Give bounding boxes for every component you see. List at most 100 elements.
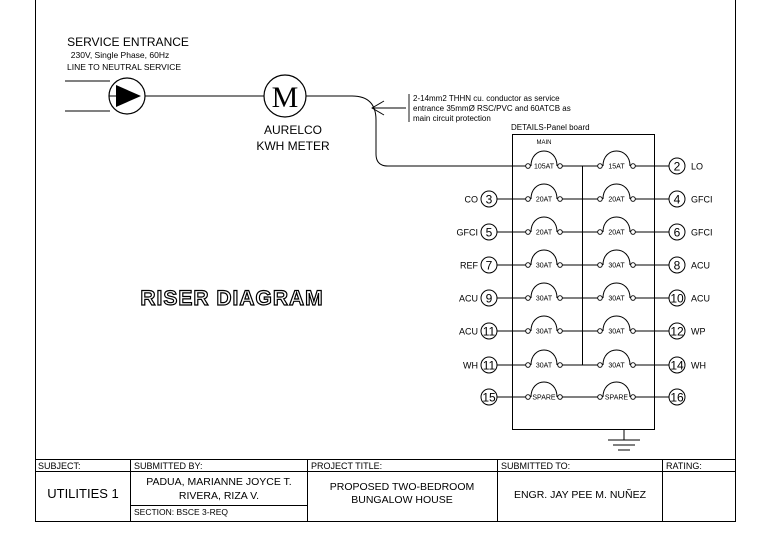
panel-row: 30AT 30AT 9 ACU 10 ACU (459, 282, 710, 307)
left-circuit-label: GFCI (457, 228, 479, 238)
right-circuit-label: WH (691, 361, 706, 371)
sheet-border (35, 0, 736, 522)
left-breaker: SPARE (525, 381, 563, 402)
right-circuit-marker (668, 256, 686, 274)
right-breaker-rating: 30AT (608, 363, 625, 370)
title-block-grid (35, 459, 736, 522)
right-breaker-rating: 20AT (608, 197, 625, 204)
right-breaker-rating: 15AT (608, 164, 625, 171)
left-circuit-marker (480, 223, 498, 241)
right-breaker-rating: 30AT (608, 296, 625, 303)
right-circuit-label: ACU (691, 294, 710, 304)
left-breaker-rating: 30AT (536, 363, 553, 370)
left-circuit-marker (480, 356, 498, 374)
panel-board-title: DETAILS-Panel board (511, 123, 590, 132)
right-circuit-number: 10 (670, 292, 684, 306)
left-breaker-rating: 20AT (536, 230, 553, 237)
left-circuit-number: 15 (482, 391, 496, 405)
right-breaker: 30AT (597, 349, 636, 370)
submitted-to-header: SUBMITTED TO: (501, 461, 570, 471)
project-title-line-2: BUNGALOW HOUSE (351, 494, 453, 506)
left-circuit-marker (480, 256, 498, 274)
panel-row: SPARE SPARE 15 16 (480, 381, 686, 406)
meter-label-kwh: KWH METER (256, 139, 330, 153)
left-breaker: 30AT (525, 315, 563, 336)
meter-label-aurelco: AURELCO (264, 123, 322, 137)
rating-header: RATING: (666, 461, 702, 471)
service-voltage-text: 230V, Single Phase, 60Hz (71, 50, 169, 60)
kwh-meter-symbol: M (263, 74, 307, 118)
left-circuit-label: ACU (459, 294, 478, 304)
right-breaker-rating: 30AT (608, 263, 625, 270)
subject-header: SUBJECT: (38, 461, 81, 471)
left-circuit-label: WH (463, 361, 478, 371)
left-circuit-number: 7 (486, 259, 493, 273)
right-circuit-number: 8 (674, 259, 681, 273)
submitted-to-value: ENGR. JAY PEE M. NUÑEZ (514, 488, 647, 501)
service-type-text: LINE TO NEUTRAL SERVICE (67, 62, 181, 72)
submitted-by-line-1: PADUA, MARIANNE JOYCE T. (146, 476, 291, 488)
right-breaker: 30AT (597, 315, 636, 336)
left-circuit-number: 5 (486, 226, 493, 240)
right-circuit-number: 4 (674, 193, 681, 207)
left-circuit-number: 11 (483, 359, 496, 373)
left-circuit-marker (480, 190, 498, 208)
right-circuit-label: LO (691, 162, 703, 172)
left-circuit-label: REF (460, 261, 479, 271)
submitted-by-header: SUBMITTED BY: (134, 461, 203, 471)
left-breaker: 30AT (525, 349, 563, 370)
left-circuit-label: CO (465, 195, 479, 205)
right-circuit-marker (668, 388, 686, 406)
left-breaker-rating: 30AT (536, 329, 553, 336)
right-circuit-number: 2 (674, 160, 681, 174)
right-circuit-number: 16 (670, 391, 684, 405)
left-circuit-label: ACU (459, 327, 478, 337)
panel-board-enclosure (512, 134, 655, 430)
right-breaker-rating: 30AT (608, 329, 625, 336)
right-breaker: 15AT (597, 150, 636, 171)
note-leader-arrow (371, 94, 410, 122)
service-lines (65, 80, 524, 167)
service-entrance-symbol (108, 77, 146, 115)
right-circuit-marker (668, 157, 686, 175)
note-line-3: main circuit protection (413, 114, 491, 123)
note-line-1: 2-14mm2 THHN cu. conductor as service (413, 94, 560, 103)
right-breaker: 30AT (597, 249, 636, 270)
left-circuit-number: 11 (483, 325, 496, 339)
left-breaker-rating: 20AT (536, 197, 553, 204)
right-breaker-rating: SPARE (605, 395, 629, 402)
right-circuit-label: GFCI (691, 195, 713, 205)
panel-row: 30AT 30AT 11 ACU 12 WP (459, 315, 706, 340)
left-breaker-rating: 30AT (536, 296, 553, 303)
section-value: SECTION: BSCE 3-REQ (134, 507, 228, 517)
main-breaker-label: MAIN (537, 140, 552, 146)
left-breaker: 20AT (525, 216, 563, 237)
right-circuit-marker (668, 289, 686, 307)
drawing-title: RISER DIAGRAM (140, 287, 323, 310)
right-breaker: 30AT (597, 282, 636, 303)
left-breaker: 30AT (525, 282, 563, 303)
project-title-header: PROJECT TITLE: (311, 461, 382, 471)
right-breaker: 20AT (597, 216, 636, 237)
right-circuit-marker (668, 356, 686, 374)
project-title-line-1: PROPOSED TWO-BEDROOM (330, 481, 474, 493)
right-circuit-number: 12 (670, 325, 684, 339)
panel-row: 20AT 20AT 3 CO 4 GFCI (465, 183, 713, 208)
left-breaker: 30AT (525, 249, 563, 270)
right-circuit-number: 6 (674, 226, 681, 240)
left-breaker: 20AT (525, 183, 563, 204)
right-circuit-marker (668, 223, 686, 241)
left-circuit-number: 9 (486, 292, 493, 306)
right-circuit-marker (668, 190, 686, 208)
left-breaker-rating: 30AT (536, 263, 553, 270)
left-circuit-number: 3 (486, 193, 493, 207)
subject-value: UTILITIES 1 (47, 486, 119, 501)
right-circuit-label: WP (691, 327, 706, 337)
left-circuit-marker (480, 388, 498, 406)
right-circuit-marker (668, 322, 686, 340)
